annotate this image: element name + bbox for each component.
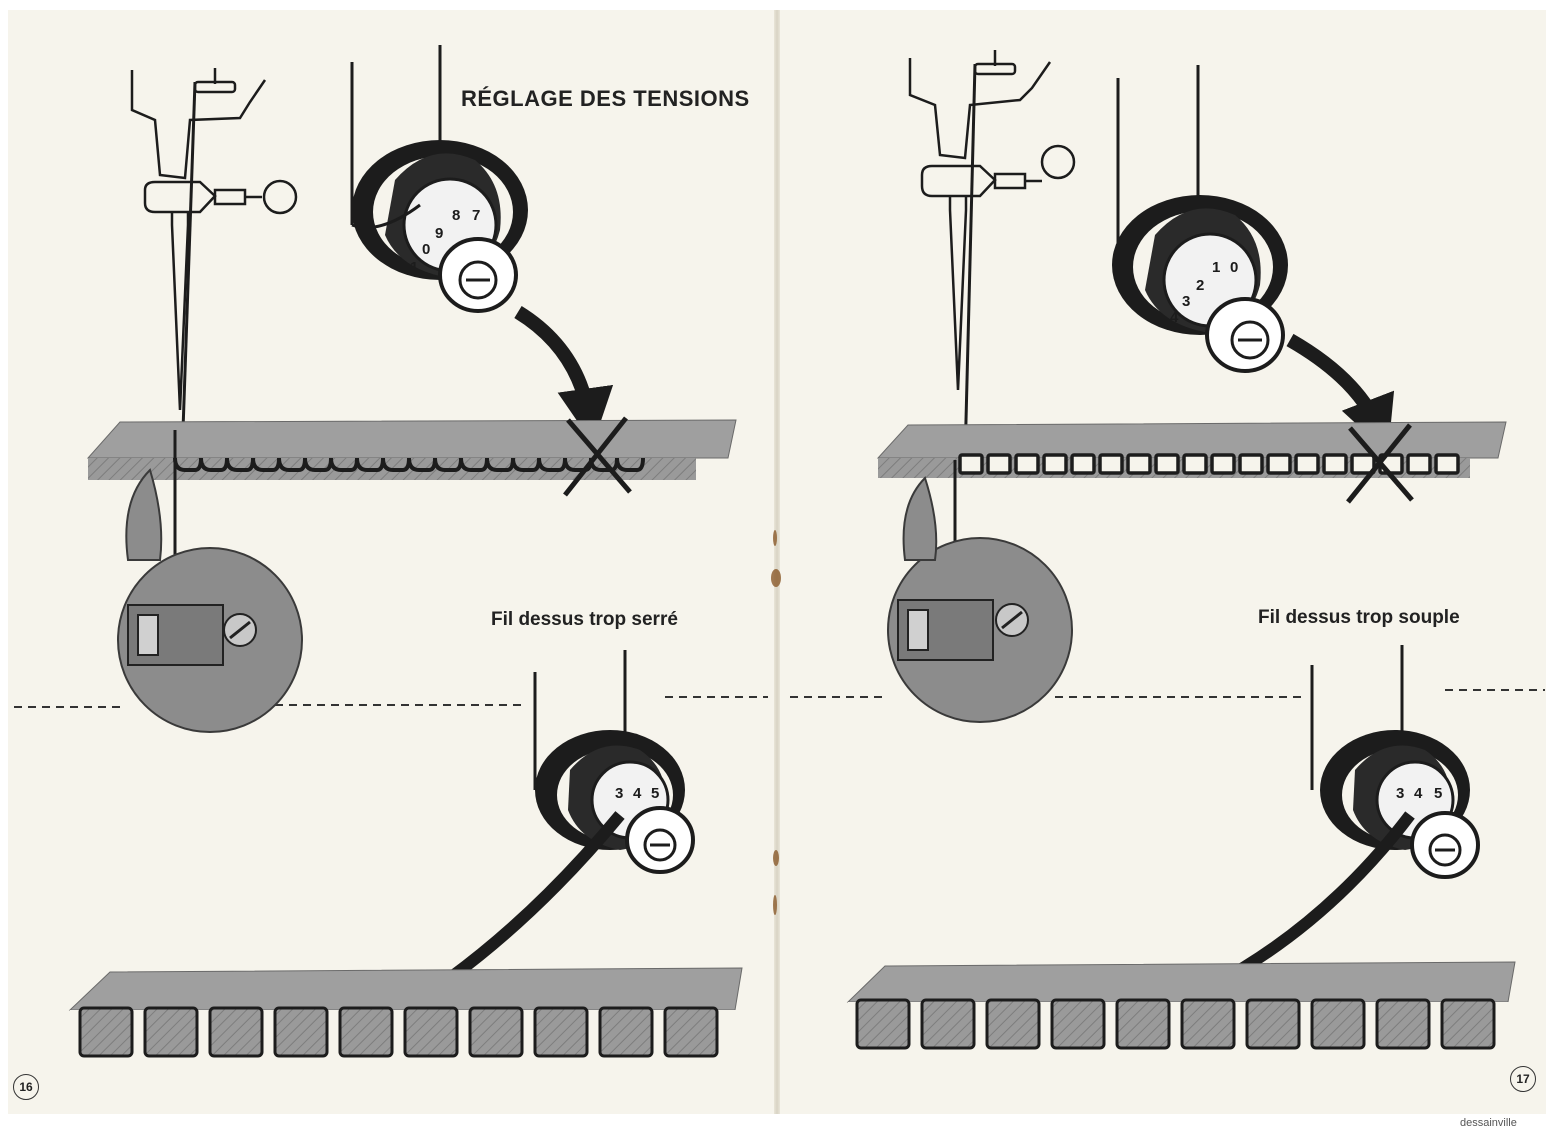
dial-number: 7 xyxy=(472,207,480,224)
binding-gutter xyxy=(774,10,780,1114)
dial-number: 1 xyxy=(410,259,418,276)
stitches-top-right xyxy=(958,453,1460,475)
tension-dial-right-bottom xyxy=(1310,645,1480,879)
caption-right: Fil dessus trop souple xyxy=(1258,607,1460,628)
dial-number: 3 xyxy=(615,785,623,802)
dial-numbers-right-bottom: 4 5 3 xyxy=(1396,785,1442,802)
page-number-left: 16 xyxy=(13,1074,39,1100)
machine-head-right xyxy=(908,50,1076,391)
dial-number: 3 xyxy=(1396,785,1404,802)
dial-numbers-left-top: 8 7 9 0 1 xyxy=(410,207,480,276)
tension-dial-left-bottom xyxy=(533,650,695,874)
dial-number: 4 xyxy=(633,785,642,802)
stitches-top-left xyxy=(173,457,645,472)
dial-number: 5 xyxy=(1434,785,1442,802)
dial-number: 1 xyxy=(1212,259,1220,276)
stitches-bottom-right xyxy=(855,998,1496,1050)
cross-mark-top-left xyxy=(563,416,632,497)
dial-number: 0 xyxy=(422,241,430,258)
page-title: RÉGLAGE DES TENSIONS xyxy=(461,86,750,111)
page-number-right: 17 xyxy=(1510,1066,1536,1092)
stitches-bottom-left xyxy=(78,1006,719,1058)
dial-number: 4 xyxy=(1170,309,1179,326)
binding-stains xyxy=(771,530,781,915)
dial-numbers-right-top: 1 0 2 3 4 xyxy=(1170,259,1238,326)
dial-number: 5 xyxy=(651,785,659,802)
tension-dial-right-top xyxy=(1112,65,1288,373)
watermark: dessainville xyxy=(1460,1117,1517,1129)
dial-number: 2 xyxy=(1196,277,1204,294)
dial-number: 0 xyxy=(1230,259,1238,276)
arrow-top-right xyxy=(1286,333,1395,453)
dial-number: 9 xyxy=(435,225,443,242)
cross-mark-top-right xyxy=(1346,423,1414,504)
page-right xyxy=(778,10,1546,1114)
bobbin-case-right xyxy=(887,460,1073,723)
machine-head-left xyxy=(130,68,298,411)
arrow-top-left xyxy=(514,306,614,445)
dial-number: 3 xyxy=(1182,293,1190,310)
dial-numbers-left-bottom: 4 5 3 xyxy=(615,785,659,802)
dashed-separator-right xyxy=(790,689,1545,698)
dial-number: 8 xyxy=(452,207,460,224)
tension-dial-left-top xyxy=(350,45,528,313)
bobbin-case-left xyxy=(117,430,303,733)
dashed-separator-left xyxy=(14,696,768,708)
caption-left: Fil dessus trop serré xyxy=(491,609,678,630)
dial-number: 4 xyxy=(1414,785,1423,802)
